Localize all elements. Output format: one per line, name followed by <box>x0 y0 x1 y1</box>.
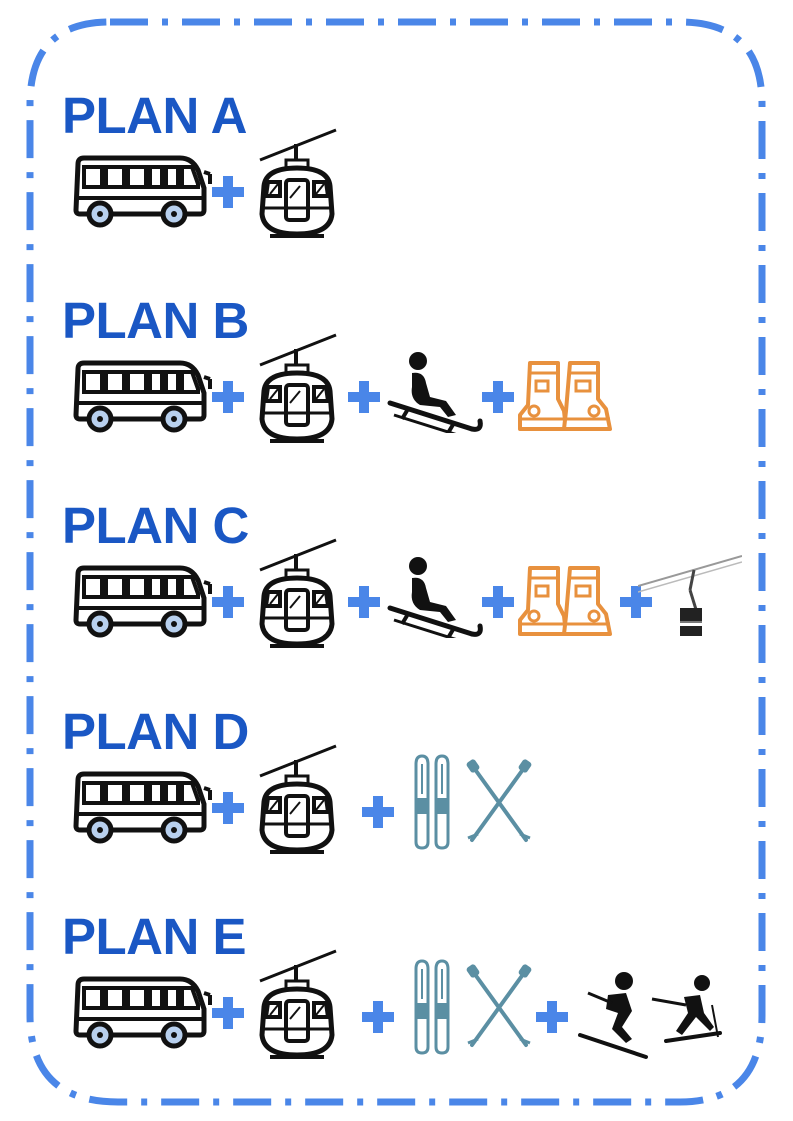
plan-d: PLAN D <box>62 704 249 860</box>
plan-b: PLAN B <box>62 293 249 449</box>
bus-icon <box>70 359 214 433</box>
plus-icon <box>346 584 382 620</box>
plus-icon <box>360 999 396 1035</box>
plus-icon <box>210 584 246 620</box>
plus-icon <box>618 584 654 620</box>
ski-boots-icon <box>514 359 614 437</box>
plan-title: PLAN E <box>62 908 247 965</box>
gondola-icon <box>252 947 342 1063</box>
plan-items <box>62 144 247 244</box>
chairlift-icon <box>638 546 742 642</box>
bus-icon <box>70 975 214 1049</box>
plan-title: PLAN B <box>62 292 249 349</box>
plus-icon <box>210 174 246 210</box>
plan-a: PLAN A <box>62 88 247 244</box>
plus-icon <box>480 379 516 415</box>
plan-items <box>62 554 249 654</box>
ski-poles-icon <box>464 758 534 850</box>
plus-icon <box>534 999 570 1035</box>
plan-items <box>62 760 249 860</box>
plan-title: PLAN C <box>62 497 249 554</box>
gondola-icon <box>252 126 342 242</box>
plan-title: PLAN D <box>62 703 249 760</box>
ski-boots-icon <box>514 564 614 642</box>
plus-icon <box>210 790 246 826</box>
bus-icon <box>70 154 214 228</box>
plan-title: PLAN A <box>62 87 247 144</box>
plan-e: PLAN E <box>62 909 246 1065</box>
sled-icon <box>384 554 484 638</box>
ski-poles-icon <box>464 963 534 1055</box>
gondola-icon <box>252 742 342 858</box>
plus-icon <box>346 379 382 415</box>
skis-icon <box>408 959 458 1055</box>
plus-icon <box>360 794 396 830</box>
gondola-icon <box>252 331 342 447</box>
bus-icon <box>70 564 214 638</box>
skis-icon <box>408 754 458 850</box>
skiers-icon <box>574 965 724 1061</box>
plan-c: PLAN C <box>62 498 249 654</box>
plan-items <box>62 965 246 1065</box>
bus-icon <box>70 770 214 844</box>
sled-icon <box>384 349 484 433</box>
gondola-icon <box>252 536 342 652</box>
plus-icon <box>480 584 516 620</box>
plus-icon <box>210 995 246 1031</box>
plan-items <box>62 349 249 449</box>
plus-icon <box>210 379 246 415</box>
